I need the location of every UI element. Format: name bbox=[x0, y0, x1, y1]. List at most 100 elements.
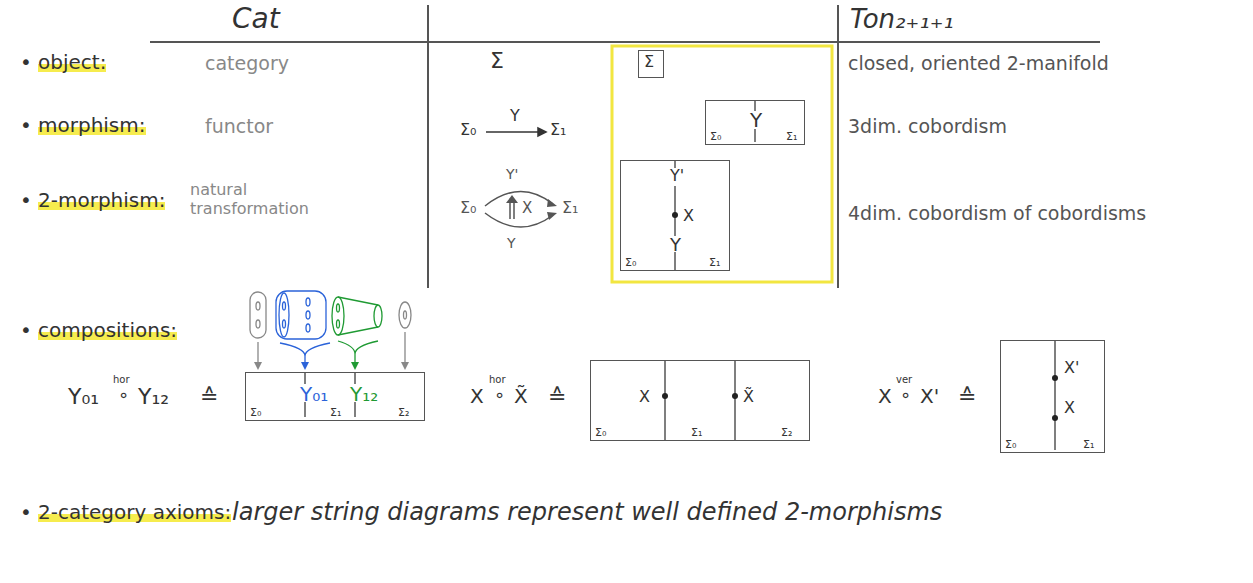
formula-symbol-holder: ≙ bbox=[958, 384, 976, 410]
category-term: category bbox=[205, 52, 289, 74]
box-symbol: Y₀₁ bbox=[300, 382, 328, 406]
bullet: • bbox=[20, 50, 32, 74]
box-symbol: X' bbox=[1064, 358, 1079, 377]
symbol: Y' bbox=[506, 166, 518, 182]
box-symbol: Σ₁ bbox=[786, 130, 797, 143]
table-rules bbox=[150, 5, 1100, 288]
box-symbol: X bbox=[639, 387, 650, 406]
bullet-holder: • bbox=[20, 50, 32, 74]
bullet-holder: • bbox=[20, 113, 32, 137]
formula-symbol-holder: X bbox=[878, 384, 892, 408]
symbol: Σ₀ bbox=[460, 198, 477, 217]
box-symbol: Σ₀ bbox=[250, 406, 261, 419]
symbol: Y bbox=[510, 106, 520, 125]
topology-term-holder: closed, oriented 2-manifold bbox=[848, 52, 1109, 75]
column-rule bbox=[427, 5, 429, 288]
functor-arrow bbox=[486, 128, 546, 136]
box-symbol-holder: Σ₁ bbox=[330, 401, 341, 420]
surface-illustration bbox=[250, 291, 411, 364]
formula-index: ver bbox=[896, 374, 912, 385]
symbol-holder: Σ bbox=[490, 48, 504, 74]
box-symbol-holder: Σ₁ bbox=[786, 125, 797, 144]
column-heading-holder: Ton₂₊₁₊₁ bbox=[850, 4, 954, 35]
formula-symbol: ≙ bbox=[200, 384, 218, 409]
formula-symbol: X̃ bbox=[514, 384, 528, 408]
symbol: X bbox=[522, 199, 532, 217]
box-symbol-holder: X bbox=[683, 206, 694, 225]
bullet-holder: • bbox=[20, 188, 32, 212]
box-symbol-holder: Y₀₁ bbox=[300, 382, 328, 406]
box-symbol: Y bbox=[670, 234, 681, 255]
formula-symbol: X' bbox=[920, 384, 939, 408]
symbol-holder: X bbox=[522, 198, 532, 217]
row-heading-holder: 2-morphism: bbox=[38, 188, 165, 212]
box-symbol: X bbox=[683, 206, 694, 225]
row-heading-holder: 2-category axioms: bbox=[38, 500, 231, 524]
formula-index: hor bbox=[113, 374, 130, 385]
category-term-holder: category bbox=[205, 52, 289, 75]
box-symbol-holder: Σ₁ bbox=[709, 251, 720, 270]
row-heading: morphism: bbox=[38, 113, 146, 137]
symbol: Σ₁ bbox=[550, 120, 567, 139]
bullet: • bbox=[20, 318, 32, 342]
horizontal-composite-box: Σ₀ Y₀₁Σ₁ Y₁₂ Σ₂ bbox=[245, 372, 425, 421]
column-heading: Ton₂₊₁₊₁ bbox=[850, 4, 954, 34]
row-heading-holder: compositions: bbox=[38, 318, 177, 342]
row-heading: 2-morphism: bbox=[38, 188, 165, 212]
box-symbol-holder: Σ bbox=[644, 52, 654, 71]
header-rule bbox=[150, 41, 1100, 43]
bullet: • bbox=[20, 113, 32, 137]
box-symbol: Σ₁ bbox=[709, 256, 720, 269]
bullet: • bbox=[20, 188, 32, 212]
column-rule bbox=[837, 5, 839, 288]
box-symbol: Σ₀ bbox=[625, 256, 636, 269]
box-symbol-holder: Σ₀ bbox=[710, 125, 721, 144]
box-symbol-holder: Y bbox=[670, 234, 681, 256]
category-term-holder: functor bbox=[205, 115, 273, 138]
symbol: Y bbox=[507, 235, 516, 251]
formula-symbol: X bbox=[878, 384, 892, 408]
row-heading: object: bbox=[38, 50, 106, 74]
box-symbol-holder: X' bbox=[1064, 358, 1079, 377]
symbol-holder: Y' bbox=[506, 164, 518, 183]
box-symbol-holder: Σ₀ bbox=[1005, 433, 1016, 452]
box-symbol-holder: X̃ bbox=[743, 387, 754, 406]
object-box: Σ bbox=[638, 50, 664, 78]
row-heading: 2-category axioms: bbox=[38, 500, 231, 524]
row-heading-holder: morphism: bbox=[38, 113, 146, 137]
row-heading-holder: object: bbox=[38, 50, 106, 74]
box-symbol: Σ₁ bbox=[1083, 438, 1094, 451]
formula-index: hor bbox=[489, 374, 506, 385]
formula-symbol-holder: X̃ bbox=[514, 384, 528, 408]
vertical-composite-box: X' X Σ₀ Σ₁ bbox=[1000, 340, 1105, 453]
topology-term: closed, oriented 2-manifold bbox=[848, 52, 1109, 74]
axiom-note-holder: larger string diagrams represent well de… bbox=[232, 498, 942, 527]
box-symbol: Σ bbox=[644, 52, 654, 71]
box-symbol-holder: Σ₀ bbox=[625, 251, 636, 270]
formula-symbol: ≙ bbox=[548, 384, 566, 409]
category-term-holder: natural transformation bbox=[190, 180, 330, 218]
bullet-holder: • bbox=[20, 500, 32, 524]
topology-term: 3dim. cobordism bbox=[848, 115, 1007, 137]
box-symbol: Σ₀ bbox=[710, 130, 721, 143]
box-symbol-holder: Y' bbox=[670, 166, 684, 185]
morphism-box: Σ₀YΣ₁ bbox=[705, 100, 805, 145]
axiom-note: larger string diagrams represent well de… bbox=[232, 498, 942, 526]
box-symbol: Σ₀ bbox=[1005, 438, 1016, 451]
formula-symbol-holder: X' bbox=[920, 384, 939, 408]
box-symbol-holder: Σ₂ bbox=[398, 401, 409, 420]
highlight-frame bbox=[612, 46, 832, 282]
nat-trans-arrows bbox=[485, 191, 553, 227]
formula-symbol-holder: Y₁₂ bbox=[138, 384, 169, 410]
string-dots bbox=[662, 212, 1058, 421]
box-symbol: X bbox=[1064, 398, 1075, 417]
symbol-holder: Y bbox=[510, 106, 520, 125]
formula-symbol: ≙ bbox=[958, 384, 976, 409]
topology-term: 4dim. cobordism of cobordisms bbox=[848, 202, 1146, 224]
formula-symbol-holder: ∘ bbox=[494, 384, 505, 406]
box-symbol: Y₁₂ bbox=[350, 382, 378, 406]
bullet: • bbox=[20, 500, 32, 524]
formula-symbol-holder: X bbox=[470, 384, 484, 408]
